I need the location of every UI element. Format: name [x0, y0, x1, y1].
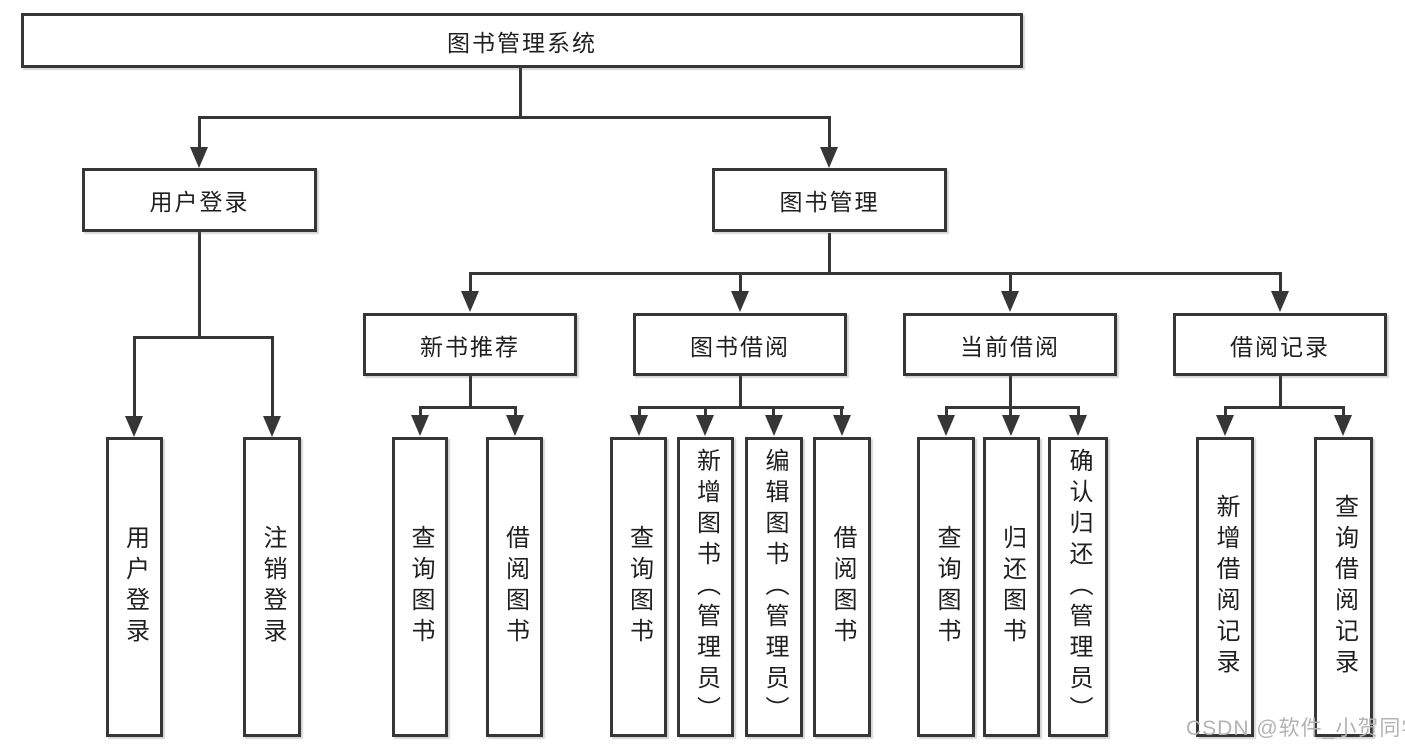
arrow-down-icon: [1001, 291, 1019, 312]
arrow-down-icon: [1271, 291, 1289, 312]
arrow-down-icon: [411, 415, 429, 436]
leaf-edit-book-admin: 编辑图书（管理员）: [745, 437, 803, 737]
connector: [469, 272, 472, 294]
connector: [271, 336, 274, 418]
leaf-query-borrow-record: 查询借阅记录: [1314, 437, 1373, 737]
leaf-borrow-books-borrowing: 借阅图书: [813, 437, 871, 737]
connector: [638, 406, 641, 418]
leaf-query-books-recommend: 查询图书: [392, 437, 448, 737]
node-library-system: 图书管理系统: [21, 13, 1023, 68]
node-user-login-label: 用户登录: [149, 189, 250, 215]
leaf-edit-book-admin-label: 编辑图书（管理员）: [761, 447, 788, 727]
leaf-logout-label: 注销登录: [259, 525, 286, 649]
node-borrowing-records-label: 借阅记录: [1230, 333, 1330, 360]
leaf-add-book-admin: 新增图书（管理员）: [677, 437, 734, 737]
arrow-down-icon: [1069, 415, 1087, 436]
connector: [739, 376, 742, 409]
connector: [1279, 376, 1282, 409]
leaf-add-borrow-record-label: 新增借阅记录: [1212, 494, 1239, 680]
watermark: CSDN @软件_小贺同学: [1186, 717, 1405, 740]
connector: [945, 406, 1080, 409]
connector: [772, 406, 775, 418]
leaf-query-books-borrowing-label: 查询图书: [625, 525, 653, 649]
arrow-down-icon: [506, 415, 524, 436]
connector: [1342, 406, 1345, 418]
connector: [469, 376, 472, 409]
connector: [739, 272, 742, 294]
arrow-down-icon: [125, 416, 143, 437]
leaf-return-book-label: 归还图书: [998, 525, 1026, 649]
connector: [1077, 406, 1080, 418]
arrow-down-icon: [1334, 415, 1352, 436]
leaf-return-book: 归还图书: [983, 437, 1040, 737]
connector: [133, 336, 136, 418]
arrow-down-icon: [820, 147, 838, 168]
connector: [1224, 406, 1345, 409]
connector: [1009, 272, 1012, 294]
leaf-add-borrow-record: 新增借阅记录: [1196, 437, 1254, 737]
node-book-management-label: 图书管理: [779, 189, 880, 215]
connector: [945, 406, 948, 418]
node-current-borrowing: 当前借阅: [903, 313, 1117, 376]
connector: [704, 406, 707, 418]
connector: [1009, 406, 1012, 418]
node-book-management: 图书管理: [712, 168, 947, 232]
node-book-borrowing-label: 图书借阅: [690, 333, 790, 360]
node-new-book-recommend: 新书推荐: [363, 313, 577, 376]
connector: [1009, 376, 1012, 409]
leaf-borrow-books-recommend: 借阅图书: [486, 437, 543, 737]
connector: [638, 406, 844, 409]
leaf-query-books-recommend-label: 查询图书: [407, 525, 434, 649]
node-borrowing-records: 借阅记录: [1173, 313, 1387, 376]
leaf-user-login-label: 用户登录: [121, 525, 149, 649]
leaf-borrow-books-borrowing-label: 借阅图书: [829, 525, 856, 649]
leaf-query-books-current: 查询图书: [917, 437, 975, 737]
arrow-down-icon: [263, 416, 281, 437]
node-book-borrowing: 图书借阅: [633, 313, 847, 376]
node-user-login: 用户登录: [82, 168, 317, 232]
connector: [419, 406, 422, 418]
arrow-down-icon: [833, 415, 851, 436]
connector: [198, 116, 201, 150]
node-current-borrowing-label: 当前借阅: [960, 333, 1060, 360]
arrow-down-icon: [190, 147, 208, 168]
connector: [840, 406, 843, 418]
connector: [828, 116, 831, 150]
connector: [198, 232, 201, 339]
arrow-down-icon: [630, 415, 648, 436]
arrow-down-icon: [1002, 415, 1020, 436]
arrow-down-icon: [696, 415, 714, 436]
connector: [419, 406, 517, 409]
leaf-add-book-admin-label: 新增图书（管理员）: [692, 447, 720, 727]
connector: [514, 406, 517, 418]
leaf-confirm-return-admin: 确认归还（管理员）: [1048, 437, 1108, 737]
leaf-user-login: 用户登录: [106, 437, 163, 737]
connector: [469, 272, 1282, 275]
connector: [133, 336, 274, 339]
connector: [198, 116, 831, 119]
leaf-query-books-current-label: 查询图书: [933, 525, 960, 649]
leaf-borrow-books-recommend-label: 借阅图书: [501, 525, 529, 649]
node-library-system-label: 图书管理系统: [447, 29, 597, 56]
leaf-logout: 注销登录: [243, 437, 301, 737]
node-new-book-recommend-label: 新书推荐: [420, 333, 520, 360]
arrow-down-icon: [731, 291, 749, 312]
connector: [828, 233, 831, 275]
leaf-confirm-return-admin-label: 确认归还（管理员）: [1065, 447, 1092, 727]
connector: [519, 68, 522, 119]
arrow-down-icon: [937, 415, 955, 436]
arrow-down-icon: [1216, 415, 1234, 436]
connector: [1279, 272, 1282, 294]
arrow-down-icon: [461, 291, 479, 312]
leaf-query-books-borrowing: 查询图书: [610, 437, 667, 737]
arrow-down-icon: [765, 415, 783, 436]
leaf-query-borrow-record-label: 查询借阅记录: [1330, 494, 1358, 680]
connector: [1224, 406, 1227, 418]
